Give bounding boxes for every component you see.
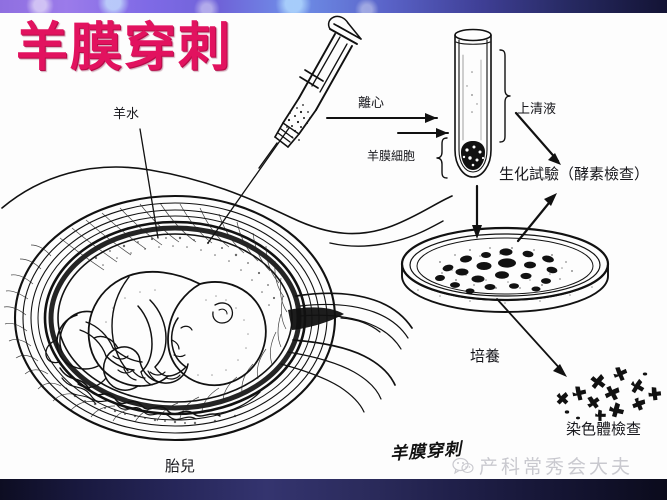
watermark-text: 产科常秀会大夫 [479,456,634,478]
label-culture: 培養 [470,347,501,365]
handwritten-caption: 羊膜穿刺 [389,439,463,465]
arrow-tube-to-dish [472,184,482,239]
arrow-dish-to-enzyme [516,193,557,243]
wechat-icon [452,457,474,475]
syringe [258,15,362,169]
label-amniotic-fluid: 羊水 [113,107,140,122]
fetus-figure [45,270,267,387]
petri-dish [400,226,610,377]
label-fetus: 胎兒 [165,457,196,475]
test-tube [436,28,511,179]
label-centrifuge: 離心 [358,96,385,111]
arrow-to-tube [397,128,449,138]
label-chromosome-test: 染色體檢查 [566,420,642,438]
umbilical-cord [77,335,189,391]
abdomen-outline [1,166,453,247]
page-title: 羊膜穿刺 [16,18,233,78]
cervix [280,292,413,413]
placenta [59,367,261,425]
arrow-tube-to-enzyme [514,111,561,165]
top-gradient-bar [0,0,667,13]
chromosome-spread [556,367,662,422]
centrifuge-arrow [326,113,438,123]
label-biochemical-test: 生化試驗（酵素檢查） [499,165,650,183]
bottom-gradient-bar [0,479,667,500]
watermark: 产科常秀会大夫 [452,452,633,479]
label-amniotic-cells: 羊膜細胞 [367,149,416,163]
uterine-wall [3,194,337,442]
label-supernatant: 上清液 [517,102,557,117]
leader-lines [139,127,290,244]
